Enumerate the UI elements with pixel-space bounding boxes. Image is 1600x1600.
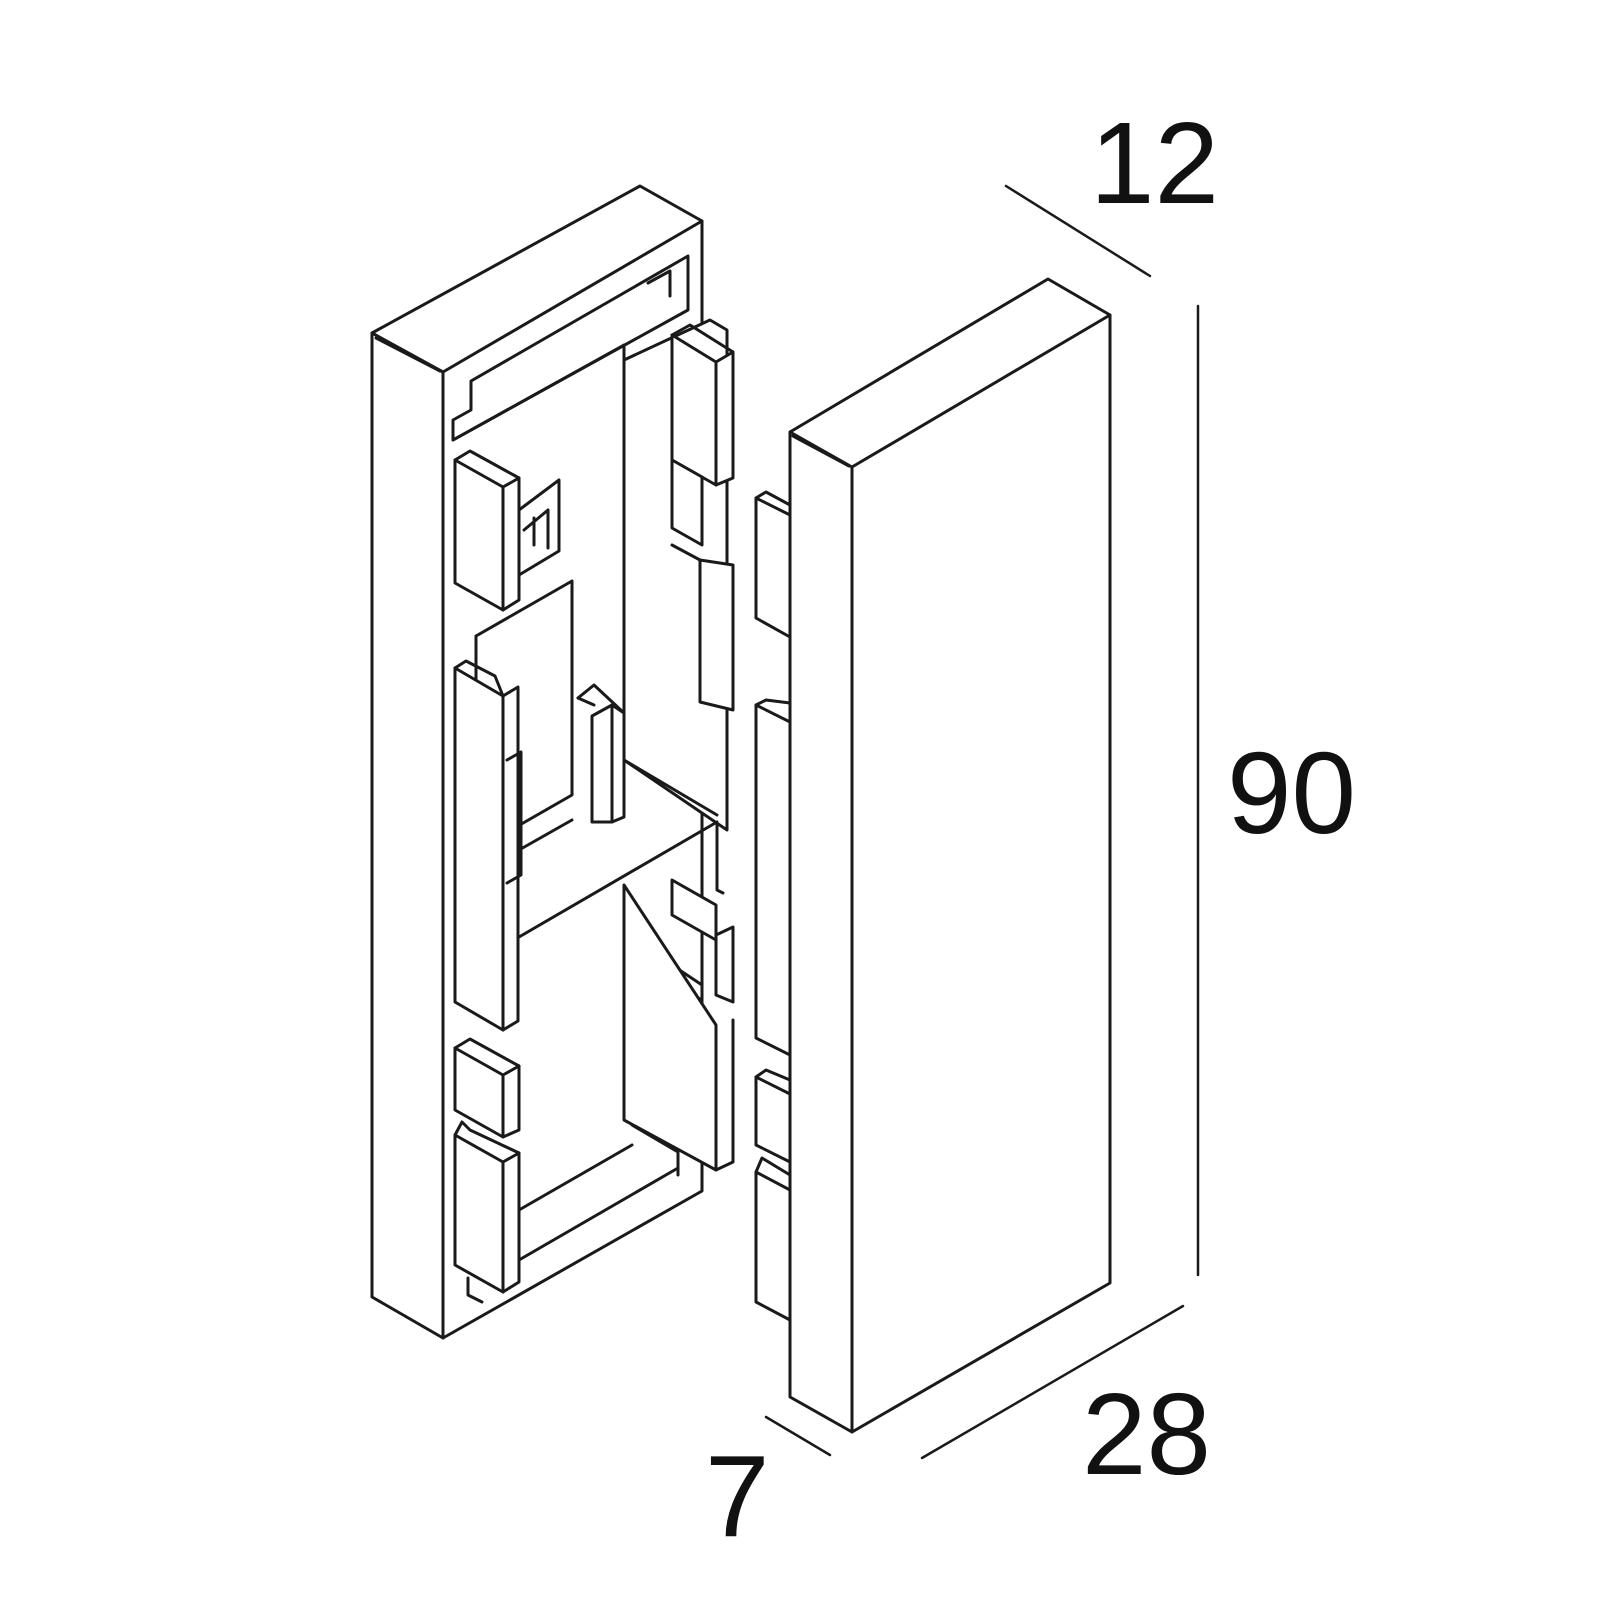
dimension-lines	[764, 184, 1200, 1460]
top-rail	[451, 254, 690, 442]
offset-dimension-line	[764, 1415, 832, 1457]
width-label: 28	[1082, 1369, 1211, 1499]
width-dimension-line	[920, 1304, 1185, 1460]
housing-right-tabs	[622, 323, 735, 1177]
middle-clip	[453, 659, 523, 1032]
offset-label: 7	[705, 1431, 770, 1561]
depth-label: 12	[1090, 98, 1219, 228]
depth-dimension-line	[1004, 184, 1152, 278]
upper-clip	[453, 449, 561, 612]
cover-plate	[788, 277, 1112, 1434]
height-label: 90	[1227, 728, 1356, 858]
clip-strip	[754, 490, 792, 1322]
housing-part	[370, 184, 735, 1340]
lower-clips	[453, 1037, 680, 1304]
bay-post	[576, 683, 626, 824]
